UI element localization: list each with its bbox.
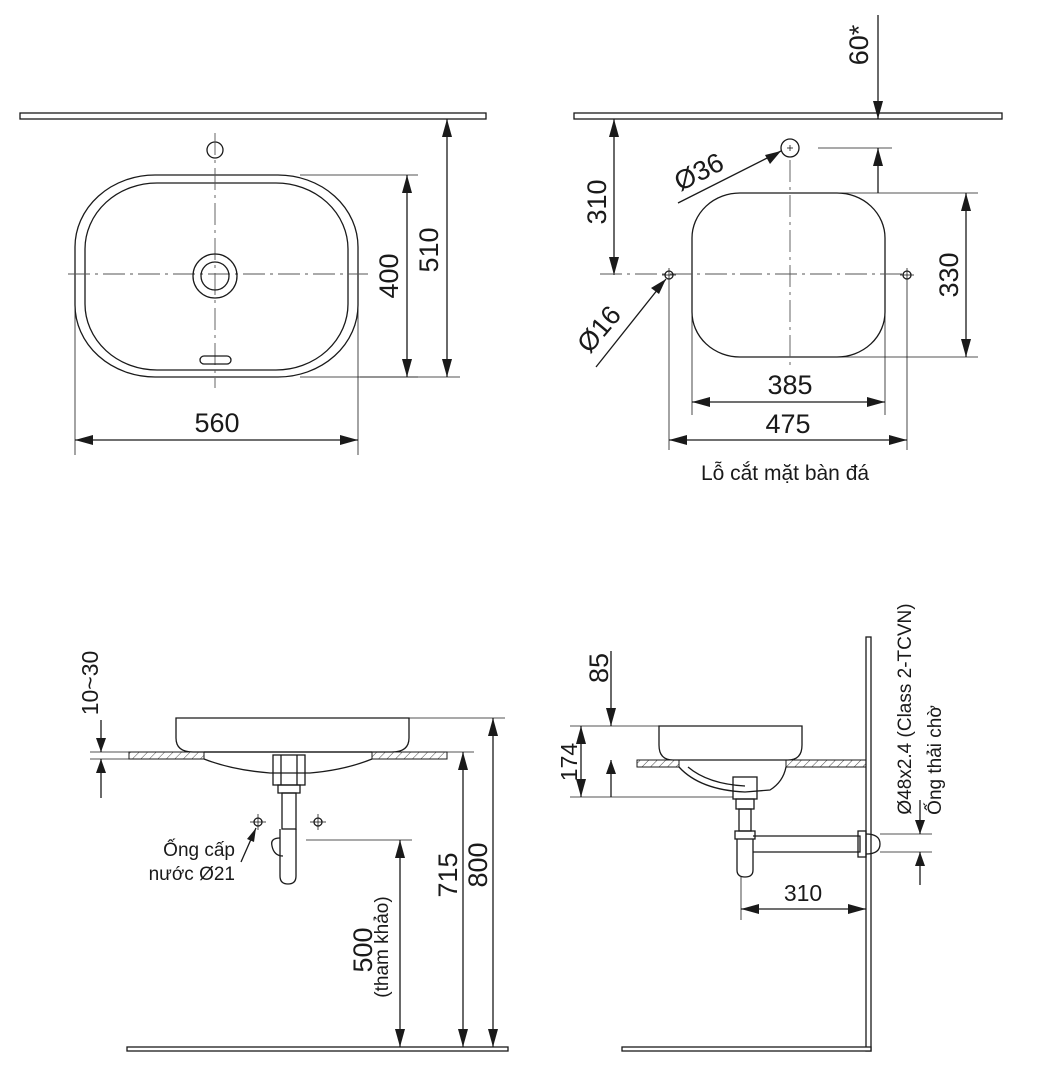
reference-height-label: 500 bbox=[348, 927, 378, 972]
bowl-depth-label: 400 bbox=[374, 253, 404, 298]
outer-width-label: 475 bbox=[765, 409, 810, 439]
countertop-side-left bbox=[636, 759, 680, 768]
above-counter-label: 85 bbox=[584, 653, 614, 683]
inner-width-label: 385 bbox=[767, 370, 812, 400]
p-trap-side bbox=[736, 839, 754, 878]
counter-height-label: 715 bbox=[433, 852, 463, 897]
countertop-side-right bbox=[785, 759, 867, 768]
reference-note: (tham khảo) bbox=[372, 896, 393, 997]
faucet-center-label: 310 bbox=[582, 179, 612, 224]
supply-label-line1: Ống cấp bbox=[163, 839, 235, 861]
supply-label-line2: nước Ø21 bbox=[149, 864, 235, 885]
basin-inner-outline bbox=[84, 182, 349, 371]
floor-line-side bbox=[621, 1046, 872, 1052]
faucet-offset-label: 60* bbox=[844, 24, 874, 65]
wall-side bbox=[865, 636, 872, 1052]
waste-pipe-label: Ø48x2.4 (Class 2-TCVN) bbox=[895, 603, 916, 814]
drain-body-front bbox=[272, 754, 306, 786]
floor-line-front bbox=[126, 1046, 509, 1052]
basin-front-profile bbox=[175, 717, 410, 753]
drain-inner-icon bbox=[200, 261, 230, 291]
waste-arm-side bbox=[753, 835, 861, 853]
overflow-slot-icon bbox=[199, 355, 232, 365]
drain-hole-label: Ø16 bbox=[571, 300, 627, 358]
basin-width-label: 560 bbox=[194, 408, 239, 438]
cutout-caption: Lỗ cắt mặt bàn đá bbox=[701, 462, 869, 485]
cutout-outline bbox=[691, 192, 886, 358]
side-section: 85 174 310 Ø48x2.4 (Class 2-TCVN) Ống th… bbox=[556, 603, 946, 1052]
countertop-right-section bbox=[371, 751, 448, 760]
countertop-slab-plan bbox=[19, 112, 487, 120]
drain-body-side bbox=[732, 776, 758, 800]
cutout-view: 60* Ø36 310 Ø16 330 bbox=[571, 15, 1003, 485]
basin-outer-outline bbox=[74, 174, 359, 378]
countertop-slab-cutout bbox=[573, 112, 1003, 120]
basin-side-profile bbox=[658, 725, 803, 761]
waste-pipe-caption: Ống thải chờ bbox=[924, 705, 946, 815]
countertop-left-section bbox=[128, 751, 205, 760]
counter-thickness-label: 10~30 bbox=[77, 651, 103, 716]
rim-height-label: 800 bbox=[463, 842, 493, 887]
top-view: 560 400 510 bbox=[19, 112, 487, 455]
faucet-hole-cutout-icon bbox=[780, 138, 800, 158]
drain-outer-icon bbox=[192, 253, 238, 299]
faucet-hole-label: Ø36 bbox=[669, 147, 728, 197]
bowl-height-label: 174 bbox=[556, 743, 582, 782]
cutout-height-label: 330 bbox=[934, 252, 964, 297]
front-section: Ống cấp nước Ø21 10~30 500 (tham khảo) 7… bbox=[77, 651, 509, 1052]
wall-distance-label: 310 bbox=[784, 880, 822, 906]
p-trap-front bbox=[279, 829, 297, 885]
overall-depth-label: 510 bbox=[414, 227, 444, 272]
